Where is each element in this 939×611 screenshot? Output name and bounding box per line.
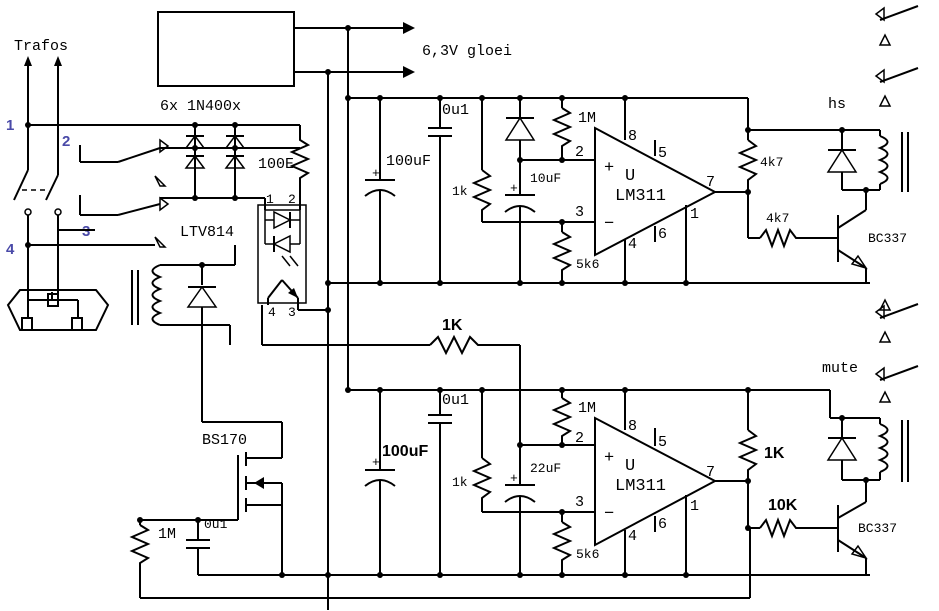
r1k-big-label: 1K [764,445,785,462]
bs170-label: BS170 [202,432,247,449]
resistor-100e [289,125,311,195]
svg-text:+: + [372,455,380,470]
svg-text:1: 1 [690,498,699,515]
c10uf-label: 10uF [530,171,561,186]
conn-pin-4: 4 [6,241,15,258]
diode-bridge [160,122,265,201]
trafos-arrows [24,56,62,160]
svg-text:7: 7 [706,174,715,191]
svg-text:4: 4 [628,236,637,253]
r4k7-b-label: 4k7 [766,211,789,226]
svg-text:4: 4 [628,528,637,545]
lm311-top: + − 2 3 U LM311 8 5 4 6 1 7 [575,98,748,283]
svg-text:8: 8 [628,128,637,145]
lm311-bottom: + − 2 3 U LM311 8 5 4 6 1 7 [575,390,748,575]
svg-text:4: 4 [268,305,276,320]
conn-pin-3: 3 [82,223,90,240]
c0u1-a-label: 0u1 [442,102,469,119]
r5k6-b-label: 5k6 [576,547,599,562]
svg-text:U: U [625,167,635,186]
r100e-label: 100E [258,156,294,173]
r1k-b-label: 1k [452,475,468,490]
c0u1-b-label: 0u1 [442,392,469,409]
r4k7-a-label: 4k7 [760,155,783,170]
svg-text:3: 3 [575,494,584,511]
svg-text:2: 2 [575,430,584,447]
bc337-b-label: BC337 [858,521,897,536]
svg-text:5: 5 [658,145,667,162]
r5k6-a-label: 5k6 [576,257,599,272]
mute-label: mute [822,360,858,377]
svg-text:+: + [372,166,380,181]
svg-text:5: 5 [658,434,667,451]
svg-text:1: 1 [690,206,699,223]
relay-mute [748,389,909,502]
transistor-bc337-bottom [837,501,868,575]
svg-text:6: 6 [658,516,667,533]
r1k-top-label: 1K [442,317,463,334]
svg-text:+: + [510,471,518,486]
relay-hs [826,127,909,210]
ltv-label: LTV814 [180,224,234,241]
mains-switch [13,125,62,300]
resistor-1k-top [429,334,520,356]
gloei-source-box [157,11,295,87]
relay-coil-left [131,245,236,422]
transistor-bc337-top [837,209,868,283]
hs-label: hs [828,96,846,113]
c100uf-b-label: 100uF [382,443,428,460]
r1m-c-label: 1M [158,526,176,543]
conn-pin-2: 2 [62,133,70,150]
c0u1-c-label: 0u1 [204,517,228,532]
svg-text:LM311: LM311 [615,477,666,496]
iec-connector [6,289,110,331]
svg-text:U: U [625,457,635,476]
svg-text:2: 2 [288,192,296,207]
c22uf-label: 22uF [530,461,561,476]
svg-text:1: 1 [266,192,274,207]
svg-text:6: 6 [658,226,667,243]
svg-text:+: + [510,181,518,196]
r1m-a-label: 1M [578,110,596,127]
conn-pin-1: 1 [6,117,14,134]
svg-text:7: 7 [706,464,715,481]
svg-text:LM311: LM311 [615,187,666,206]
r10k-label: 10K [768,497,798,514]
c100uf-a-label: 100uF [386,153,431,170]
svg-text:−: − [604,505,614,524]
relay-contacts-right-top [874,5,919,107]
diodes-label: 6x 1N400x [160,98,241,115]
svg-text:2: 2 [575,144,584,161]
svg-text:−: − [604,215,614,234]
bc337-a-label: BC337 [868,231,907,246]
svg-text:3: 3 [575,204,584,221]
r1m-b-label: 1M [578,400,596,417]
optocoupler: 1 2 4 3 [257,192,307,320]
svg-text:8: 8 [628,418,637,435]
relay-contacts-right-bottom [874,298,919,403]
svg-text:+: + [604,449,614,468]
svg-text:+: + [604,159,614,178]
trafos-label: Trafos [14,38,68,55]
svg-text:3: 3 [288,305,296,320]
r1k-a-label: 1k [452,184,468,199]
mosfet-bs170 [140,421,283,575]
gloei-label: 6,3V gloei [422,43,512,60]
